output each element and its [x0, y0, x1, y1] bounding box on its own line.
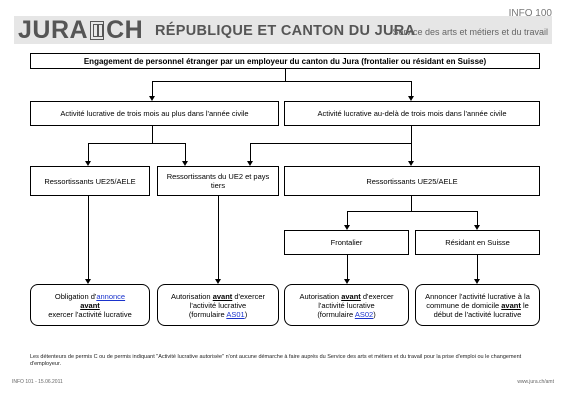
connector	[88, 196, 89, 279]
arrow-down-icon	[344, 225, 350, 230]
arrow-down-icon	[149, 96, 155, 101]
connector	[218, 196, 219, 279]
long-ue-box: Ressortissants UE25/AELE	[284, 166, 540, 196]
info-code: INFO 100	[508, 8, 552, 19]
form-suffix: )	[373, 309, 376, 319]
connector	[152, 81, 412, 82]
form-prefix: (formulaire	[188, 309, 227, 319]
form-suffix: )	[244, 309, 248, 319]
crosier-icon	[90, 21, 105, 40]
annonce-link[interactable]: annonce	[96, 291, 126, 301]
outcome-announce-box: Obligation d'annonce avant exercer l'act…	[30, 284, 150, 326]
connector	[477, 211, 478, 225]
connector	[185, 143, 186, 161]
short-ue-box: Ressortissants UE25/AELE	[30, 166, 150, 196]
footer-doc-ref: INFO 101 - 15.06.2011	[12, 379, 63, 385]
outcome-text: le début de l'activité lucrative	[433, 300, 529, 319]
connector	[411, 81, 412, 96]
outcome-text: exercer l'activité lucrative	[48, 309, 132, 319]
long-ue-label: Ressortissants UE25/AELE	[366, 176, 458, 186]
resident-box: Résidant en Suisse	[415, 230, 540, 255]
header-banner: JURA CH RÉPUBLIQUE ET CANTON DU JURA Ser…	[14, 16, 552, 44]
branch-short-label: Activité lucrative de trois mois au plus…	[60, 109, 249, 118]
service-name: Service des arts et métiers et du travai…	[392, 27, 548, 37]
frontalier-label: Frontalier	[330, 238, 363, 247]
arrow-down-icon	[182, 161, 188, 166]
arrow-down-icon	[344, 279, 350, 284]
outcome-text: Obligation d'	[54, 291, 97, 301]
form-prefix: (formulaire	[317, 309, 355, 319]
avant-emphasis: avant	[341, 291, 361, 301]
flow-title-box: Engagement de personnel étranger par un …	[30, 53, 540, 69]
short-other-label: Ressortissants du UE2 et pays tiers	[166, 172, 270, 190]
connector	[152, 81, 153, 96]
branch-long-box: Activité lucrative au-delà de trois mois…	[284, 101, 540, 126]
footnote: Les détenteurs de permis C ou de permis …	[30, 354, 522, 367]
connector	[250, 143, 412, 144]
outcome-text: Annoncer l'activité lucrative à la commu…	[425, 291, 530, 310]
form-as01-link[interactable]: AS01	[226, 309, 245, 319]
footer-website: www.jura.ch/amt	[517, 379, 554, 385]
arrow-down-icon	[215, 279, 221, 284]
arrow-down-icon	[474, 279, 480, 284]
arrow-down-icon	[474, 225, 480, 230]
branch-short-box: Activité lucrative de trois mois au plus…	[30, 101, 279, 126]
arrow-down-icon	[85, 279, 91, 284]
connector	[411, 196, 412, 211]
outcome-text: Autorisation	[299, 291, 342, 301]
avant-emphasis: avant	[80, 300, 100, 310]
flow-title: Engagement de personnel étranger par un …	[83, 56, 487, 66]
branch-long-label: Activité lucrative au-delà de trois mois…	[317, 109, 507, 118]
connector	[477, 255, 478, 279]
connector	[88, 143, 89, 161]
outcome-text: Autorisation	[171, 291, 213, 301]
arrow-down-icon	[408, 161, 414, 166]
republic-title: RÉPUBLIQUE ET CANTON DU JURA	[155, 23, 416, 39]
outcome-as01-box: Autorisation avant d'exercer l'activité …	[157, 284, 279, 326]
connector	[285, 69, 286, 81]
resident-label: Résidant en Suisse	[445, 238, 510, 247]
jura-logo: JURA CH	[18, 17, 143, 44]
outcome-commune-box: Annoncer l'activité lucrative à la commu…	[415, 284, 540, 326]
short-ue-label: Ressortissants UE25/AELE	[44, 176, 136, 186]
outcome-text: d'exercer l'activité lucrative	[318, 291, 394, 310]
connector	[347, 211, 348, 225]
arrow-down-icon	[85, 161, 91, 166]
logo-text-jura: JURA	[18, 16, 89, 44]
avant-emphasis: avant	[212, 291, 233, 301]
connector	[250, 143, 251, 161]
connector	[152, 126, 153, 143]
avant-emphasis: avant	[501, 300, 521, 310]
arrow-down-icon	[247, 161, 253, 166]
outcome-text: d'exercer l'activité lucrative	[189, 291, 265, 310]
outcome-as02-box: Autorisation avant d'exercer l'activité …	[284, 284, 409, 326]
logo-text-ch: CH	[106, 16, 144, 44]
connector	[347, 255, 348, 279]
short-other-box: Ressortissants du UE2 et pays tiers	[157, 166, 279, 196]
connector	[88, 143, 186, 144]
connector	[347, 211, 478, 212]
form-as02-link[interactable]: AS02	[354, 309, 374, 319]
arrow-down-icon	[408, 96, 414, 101]
frontalier-box: Frontalier	[284, 230, 409, 255]
